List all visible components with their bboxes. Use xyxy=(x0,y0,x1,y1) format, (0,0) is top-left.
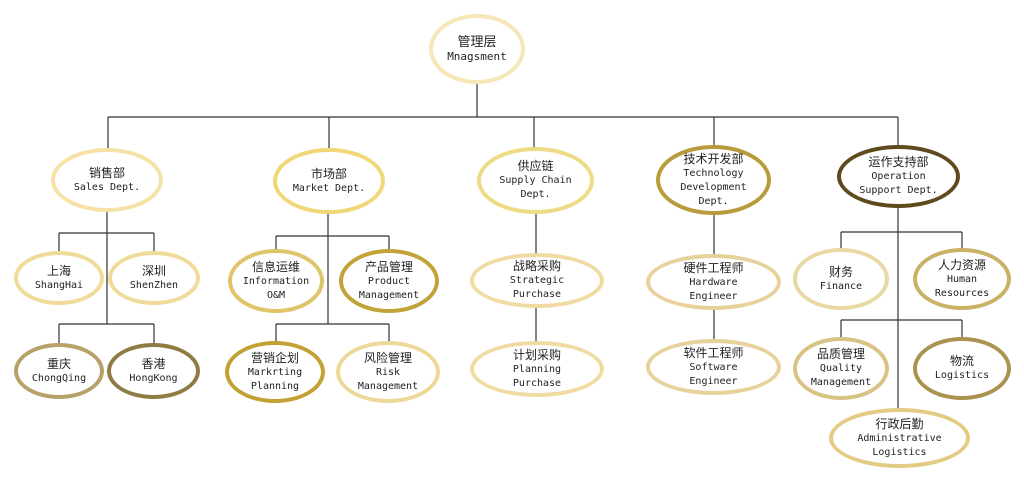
node-finance-en: Finance xyxy=(819,280,863,292)
node-risk-management-zh: 风险管理 xyxy=(363,350,412,365)
node-planning-purchase-en: Planning Purchase xyxy=(512,363,562,389)
node-software-engineer: 软件工程师 Software Engineer xyxy=(646,339,781,395)
node-information-om-zh: 信息运维 xyxy=(251,259,300,274)
node-logistics: 物流 Logistics xyxy=(913,337,1011,400)
node-management-zh: 管理层 xyxy=(457,34,497,50)
node-logistics-en: Logistics xyxy=(934,370,990,381)
node-administrative-logistics-zh: 行政后勤 xyxy=(875,416,924,431)
node-sales-dept-en: Sales Dept. xyxy=(73,181,141,193)
node-strategic-purchase-zh: 战略采购 xyxy=(512,259,561,273)
node-market-dept-zh: 市场部 xyxy=(310,166,347,181)
node-chongqing-zh: 重庆 xyxy=(46,356,71,371)
node-technology-development-en: Technology Development Dept. xyxy=(680,167,747,207)
node-marketing-planning-zh: 营销企划 xyxy=(250,350,299,365)
node-shenzhen: 深圳 ShenZhen xyxy=(108,251,200,305)
node-hardware-engineer-en: Hardware Engineer xyxy=(689,276,738,302)
node-strategic-purchase-en: Strategic Purchase xyxy=(509,275,565,300)
connector-market xyxy=(275,211,390,344)
node-supply-chain: 供应链 Supply Chain Dept. xyxy=(477,147,594,214)
node-hardware-engineer-zh: 硬件工程师 xyxy=(683,260,744,275)
node-supply-chain-en: Supply Chain Dept. xyxy=(499,175,572,200)
connector-sales xyxy=(58,209,155,346)
node-operation-support-en: Operation Support Dept. xyxy=(859,171,938,196)
node-planning-purchase-zh: 计划采购 xyxy=(512,347,561,362)
node-risk-management-en: Risk Management xyxy=(357,366,419,392)
node-logistics-zh: 物流 xyxy=(949,354,974,368)
node-chongqing-en: ChongQing xyxy=(31,372,87,384)
node-sales-dept-zh: 销售部 xyxy=(88,165,125,180)
node-chongqing: 重庆 ChongQing xyxy=(14,343,104,399)
node-hardware-engineer: 硬件工程师 Hardware Engineer xyxy=(646,254,781,310)
node-sales-dept: 销售部 Sales Dept. xyxy=(51,148,163,212)
node-management: 管理层 Mnagsment xyxy=(429,14,525,84)
node-strategic-purchase: 战略采购 Strategic Purchase xyxy=(470,253,604,308)
node-product-management: 产品管理 Product Management xyxy=(339,249,439,313)
node-marketing-planning: 营销企划 Markrting Planning xyxy=(225,341,325,403)
node-finance-zh: 财务 xyxy=(828,264,853,279)
node-human-resources-en: Human Resources xyxy=(934,273,990,299)
node-product-management-zh: 产品管理 xyxy=(364,259,413,274)
node-software-engineer-en: Software Engineer xyxy=(689,361,738,387)
node-technology-development: 技术开发部 Technology Development Dept. xyxy=(656,145,771,215)
node-management-en: Mnagsment xyxy=(447,49,507,63)
node-product-management-en: Product Management xyxy=(358,275,420,301)
node-finance: 财务 Finance xyxy=(793,248,889,310)
node-hongkong: 香港 HongKong xyxy=(107,343,200,399)
node-human-resources: 人力资源 Human Resources xyxy=(913,248,1011,310)
node-quality-management: 品质管理 Quality Management xyxy=(793,337,889,400)
node-hongkong-zh: 香港 xyxy=(141,356,166,371)
node-human-resources-zh: 人力资源 xyxy=(937,257,986,272)
node-planning-purchase: 计划采购 Planning Purchase xyxy=(470,341,604,397)
node-market-dept-en: Market Dept. xyxy=(292,182,366,194)
node-shanghai-zh: 上海 xyxy=(46,263,71,278)
node-supply-chain-zh: 供应链 xyxy=(517,159,554,173)
node-hongkong-en: HongKong xyxy=(129,372,178,384)
node-administrative-logistics: 行政后勤 Administrative Logistics xyxy=(829,408,970,468)
node-information-om-en: Information O&M xyxy=(242,275,310,301)
node-information-om: 信息运维 Information O&M xyxy=(228,249,324,313)
node-shanghai: 上海 ShangHai xyxy=(14,251,104,305)
connector-operation xyxy=(840,205,963,411)
node-software-engineer-zh: 软件工程师 xyxy=(683,345,744,360)
node-shenzhen-en: ShenZhen xyxy=(129,279,179,291)
node-shenzhen-zh: 深圳 xyxy=(141,263,166,278)
node-technology-development-zh: 技术开发部 xyxy=(683,151,744,166)
node-quality-management-en: Quality Management xyxy=(810,363,872,388)
node-operation-support: 运作支持部 Operation Support Dept. xyxy=(837,145,960,208)
node-shanghai-en: ShangHai xyxy=(34,279,84,291)
node-operation-support-zh: 运作支持部 xyxy=(868,155,929,169)
node-risk-management: 风险管理 Risk Management xyxy=(336,341,440,403)
node-quality-management-zh: 品质管理 xyxy=(816,347,865,361)
connector-root xyxy=(107,84,899,150)
node-market-dept: 市场部 Market Dept. xyxy=(273,148,385,214)
node-administrative-logistics-en: Administrative Logistics xyxy=(857,432,942,458)
node-marketing-planning-en: Markrting Planning xyxy=(247,366,303,392)
